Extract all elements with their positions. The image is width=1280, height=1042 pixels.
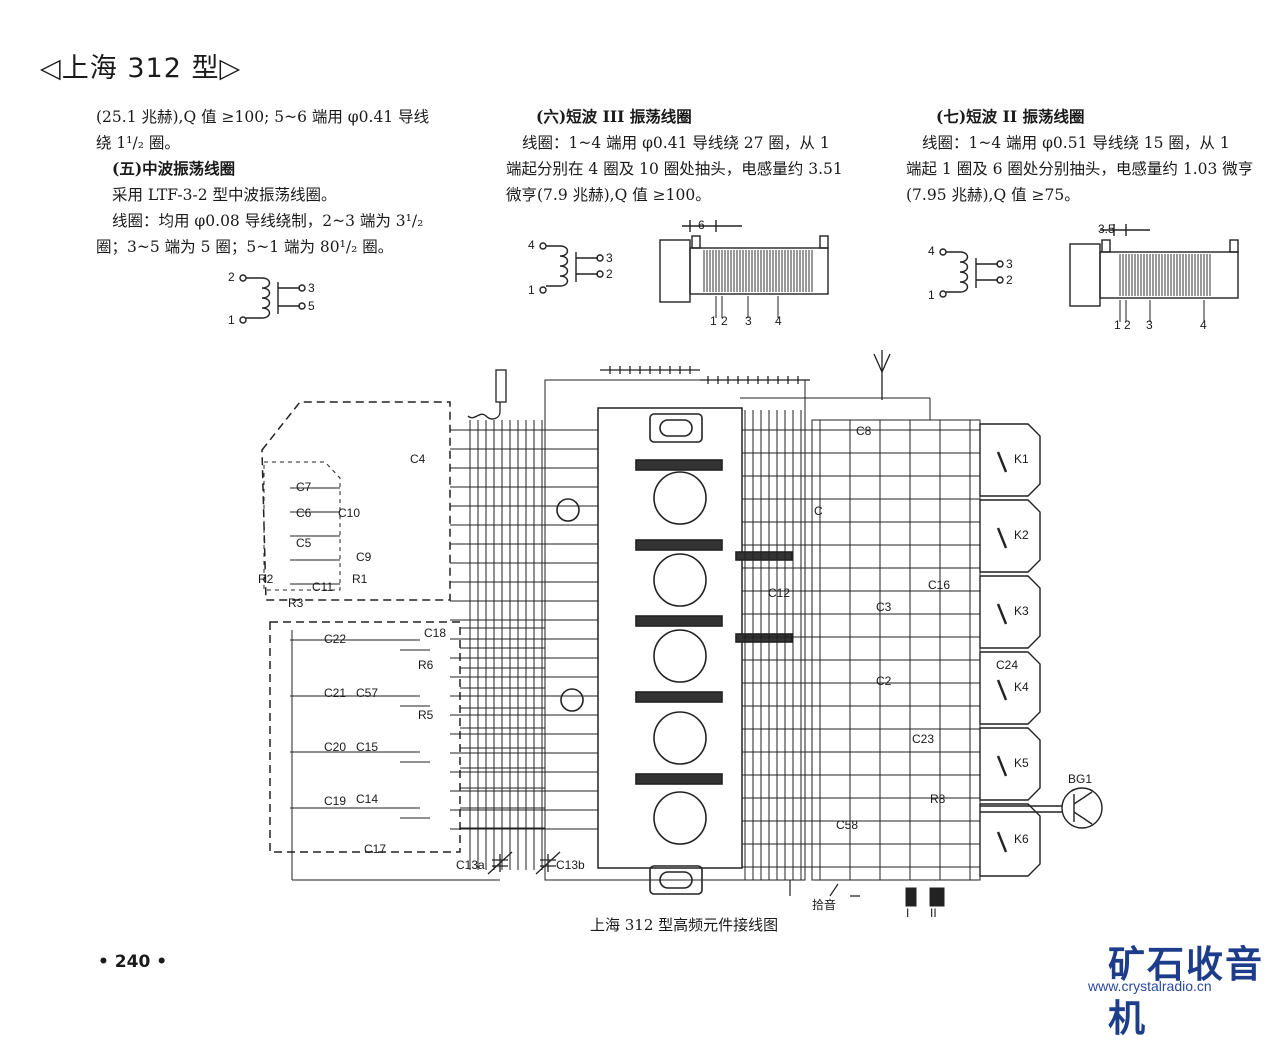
text-line: 微亨(7.9 兆赫),Q 值 ≥100。 <box>506 186 711 204</box>
terminal-label: II <box>930 906 937 920</box>
page-number: • 240 • <box>98 952 168 972</box>
coil-terminal-1: 1 <box>528 283 535 297</box>
coil-terminal-2: 2 <box>606 267 613 281</box>
component-label: C13b <box>556 858 585 872</box>
component-label: C <box>814 504 823 518</box>
component-label: C58 <box>836 818 859 832</box>
text-line: 采用 LTF-3-2 型中波振荡线圈。 <box>112 186 337 204</box>
mw-coil-symbol <box>239 274 306 324</box>
tube-sockets <box>556 413 793 895</box>
text-line: 线圈：1~4 端用 φ0.51 导线绕 15 圈，从 1 <box>922 134 1230 152</box>
tap-label-2: 2 <box>721 314 728 328</box>
component-label: C3 <box>876 600 892 614</box>
text-line: (25.1 兆赫),Q 值 ≥100; 5~6 端用 φ0.41 导线 <box>96 108 430 126</box>
text-line: (7.95 兆赫),Q 值 ≥75。 <box>906 186 1080 204</box>
component-label: R6 <box>418 658 434 672</box>
watermark-url: www.crystalradio.cn <box>1088 978 1212 994</box>
component-label: C4 <box>410 452 426 466</box>
coil-terminal-2: 2 <box>228 270 235 284</box>
text-line: 线圈：均用 φ0.08 导线绕制，2~3 端为 3¹/₂ <box>112 212 424 230</box>
component-label: C9 <box>356 550 372 564</box>
component-label: C2 <box>876 674 892 688</box>
sw3-coil-former <box>659 220 829 303</box>
tap-label-4: 4 <box>1200 318 1207 332</box>
component-label: C15 <box>356 740 379 754</box>
section-title-6: (六)短波 III 振荡线圈 <box>536 107 692 126</box>
dimension-label: 3.5 <box>1098 222 1115 236</box>
tap-label-4: 4 <box>775 314 782 328</box>
pickup-label: 拾音 <box>812 898 837 912</box>
component-label: C7 <box>296 480 312 494</box>
component-label: C19 <box>324 794 347 808</box>
component-label: C6 <box>296 506 312 520</box>
coil-terminal-1: 1 <box>928 288 935 302</box>
column-2: (六)短波 III 振荡线圈 线圈：1~4 端用 φ0.41 导线绕 27 圈，… <box>506 104 886 208</box>
tap-label-1: 1 <box>710 314 717 328</box>
terminal-label: I <box>906 906 910 920</box>
component-label: R2 <box>258 572 274 586</box>
text-line: 端起分别在 4 圈及 10 圈处抽头，电感量约 3.51 <box>506 160 843 178</box>
sw3-coil-symbol <box>539 242 604 294</box>
sw2-coil-symbol <box>939 248 1004 298</box>
column-1: (25.1 兆赫),Q 值 ≥100; 5~6 端用 φ0.41 导线 绕 1¹… <box>96 104 476 260</box>
component-label: C21 <box>324 686 347 700</box>
text-line: 圈；3~5 端为 5 圈；5~1 端为 80¹/₂ 圈。 <box>96 238 394 256</box>
switch-label: K3 <box>1014 604 1029 618</box>
component-label: R1 <box>352 572 368 586</box>
section-title-5: (五)中波振荡线圈 <box>112 159 236 178</box>
coil-terminal-5: 5 <box>308 299 315 313</box>
component-label: C5 <box>296 536 312 550</box>
component-label: R8 <box>930 792 946 806</box>
switch-label: K2 <box>1014 528 1029 542</box>
dimension-label: 6 <box>698 218 705 232</box>
tap-label-3: 3 <box>1146 318 1153 332</box>
component-label: C8 <box>856 424 872 438</box>
coil-terminal-3: 3 <box>308 281 315 295</box>
page-title: ◁上海 312 型▷ <box>40 53 242 84</box>
component-label: C24 <box>996 658 1019 672</box>
coil-terminal-3: 3 <box>1006 257 1013 271</box>
text-line: 绕 1¹/₂ 圈。 <box>96 134 180 152</box>
antenna-symbol <box>873 350 891 400</box>
wave-switches <box>979 423 1041 877</box>
coil-terminal-1: 1 <box>228 313 235 327</box>
component-label: C20 <box>324 740 347 754</box>
figure-caption: 上海 312 型高频元件接线图 <box>590 916 779 934</box>
coil-terminal-4: 4 <box>928 244 935 258</box>
coil-terminal-4: 4 <box>528 238 535 252</box>
component-label: C14 <box>356 792 379 806</box>
component-label: C23 <box>912 732 935 746</box>
column-3: (七)短波 II 振荡线圈 线圈：1~4 端用 φ0.51 导线绕 15 圈，从… <box>906 104 1276 208</box>
tap-label-1: 1 <box>1114 318 1121 332</box>
component-label: C13a <box>456 858 485 872</box>
component-label: C17 <box>364 842 387 856</box>
component-label: C11 <box>312 580 334 594</box>
component-label: C12 <box>768 586 791 600</box>
coil-terminal-2: 2 <box>1006 273 1013 287</box>
text-line: 端起 1 圈及 6 圈处分别抽头，电感量约 1.03 微亨 <box>906 160 1254 178</box>
component-label: C18 <box>424 626 447 640</box>
transistor-label: BG1 <box>1068 772 1093 786</box>
section-title-7: (七)短波 II 振荡线圈 <box>936 107 1085 126</box>
text-line: 线圈：1~4 端用 φ0.41 导线绕 27 圈，从 1 <box>522 134 830 152</box>
drawing-layer <box>239 220 1239 907</box>
component-label: R3 <box>288 596 304 610</box>
component-label: C16 <box>928 578 951 592</box>
tap-label-3: 3 <box>745 314 752 328</box>
switch-label: K6 <box>1014 832 1029 846</box>
component-label: R5 <box>418 708 434 722</box>
sw2-coil-former <box>1069 224 1239 307</box>
coil-terminal-3: 3 <box>606 251 613 265</box>
switch-label: K4 <box>1014 680 1029 694</box>
component-label: C57 <box>356 686 379 700</box>
component-label: C22 <box>324 632 347 646</box>
switch-label: K5 <box>1014 756 1029 770</box>
switch-label: K1 <box>1014 452 1029 466</box>
component-label: C10 <box>338 506 361 520</box>
tap-label-2: 2 <box>1124 318 1131 332</box>
transistor-bg1 <box>980 787 1103 829</box>
